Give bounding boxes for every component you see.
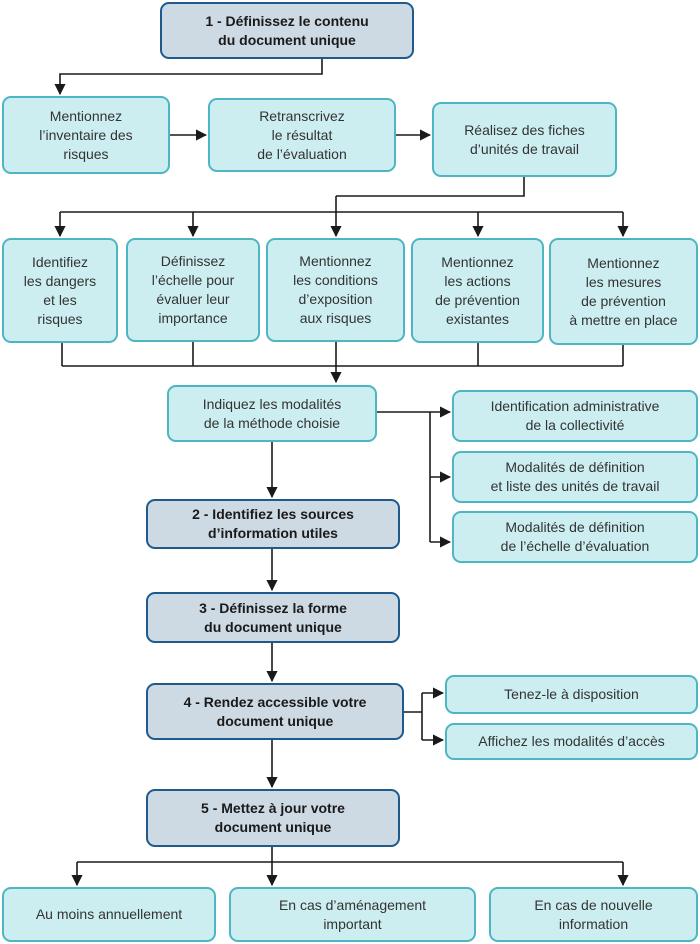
nouvelle-information-box: En cas de nouvelle information [489,887,698,942]
conditions-exposition-box: Mentionnez les conditions d’exposition a… [266,238,405,342]
mesures-prevention-box: Mentionnez les mesures de prévention à m… [549,238,698,345]
fiches-unites-box: Réalisez des fiches d’unités de travail [432,102,617,177]
identification-administrative-box: Identification administrative de la coll… [452,390,698,442]
step-4-box: 4 - Rendez accessible votre document uni… [146,683,404,740]
step-3-box: 3 - Définissez la forme du document uniq… [146,592,400,643]
dangers-risques-box: Identifiez les dangers et les risques [2,238,118,343]
amenagement-box: En cas d’aménagement important [229,887,476,942]
tenez-disposition-box: Tenez-le à disposition [445,675,698,714]
actions-prevention-box: Mentionnez les actions de prévention exi… [411,238,544,343]
unites-travail-box: Modalités de définition et liste des uni… [452,451,698,503]
inventaire-risques-box: Mentionnez l’inventaire des risques [2,96,170,174]
step-2-box: 2 - Identifiez les sources d’information… [146,499,400,549]
methode-choisie-box: Indiquez les modalités de la méthode cho… [167,385,377,442]
annuellement-box: Au moins annuellement [2,887,216,942]
echelle-evaluation-box: Modalités de définition de l’échelle d’é… [452,511,698,563]
echelle-box: Définissez l’échelle pour évaluer leur i… [126,238,260,342]
connector-fiches-bus [336,176,525,197]
retranscrivez-box: Retranscrivez le résultat de l’évaluatio… [208,98,396,172]
modalites-acces-box: Affichez les modalités d’accès [445,723,698,760]
connector-step1-inventaire [54,58,323,96]
step-5-box: 5 - Mettez à jour votre document unique [146,789,400,847]
step-1-box: 1 - Définissez le contenu du document un… [160,2,414,59]
